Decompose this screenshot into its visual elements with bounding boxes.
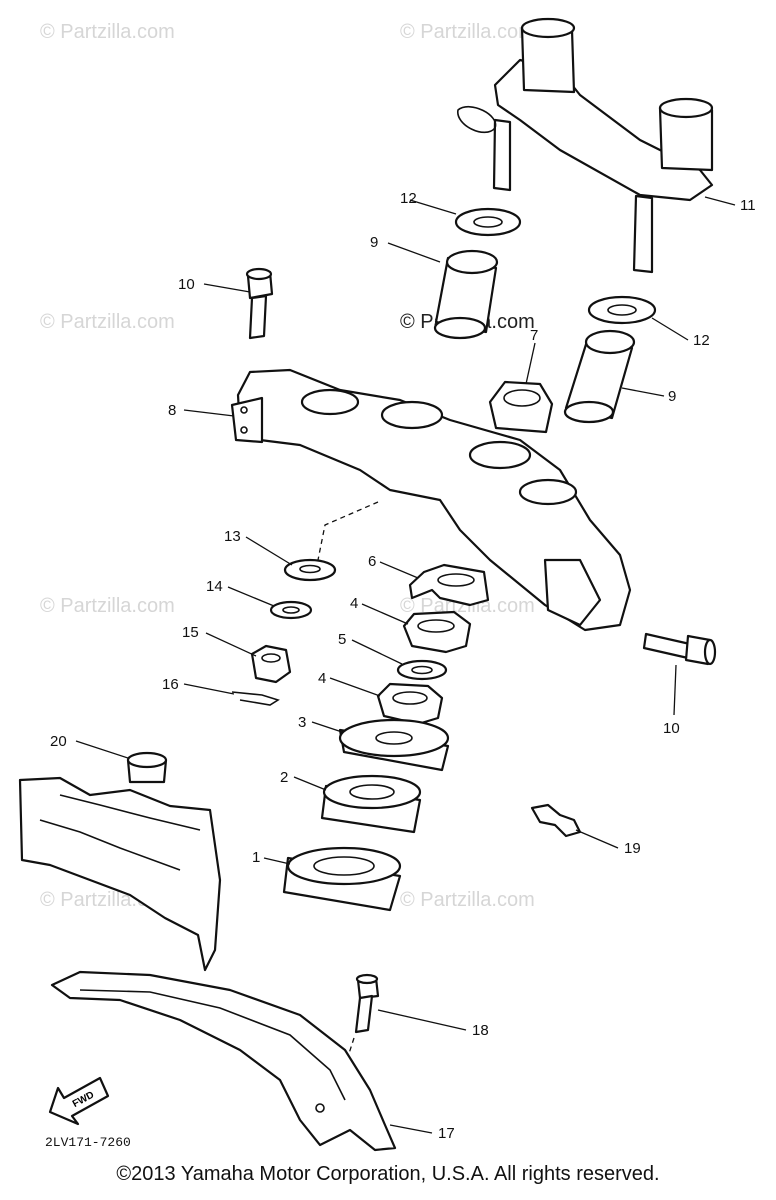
part-9-damper-right <box>563 329 636 424</box>
part-cover-panel <box>18 776 222 972</box>
callout-16: 16 <box>162 676 179 693</box>
part-4-ring-nut-lower <box>376 682 444 726</box>
part-14-washer <box>269 600 313 620</box>
part-2-bearing <box>320 774 422 834</box>
part-12-washer-lower <box>587 295 657 325</box>
callout-13: 13 <box>224 528 241 545</box>
part-11-handlebar-holder <box>457 17 714 274</box>
callout-5: 5 <box>338 631 346 648</box>
part-4-ring-nut-upper <box>402 610 472 654</box>
leader-lines <box>75 196 736 1134</box>
part-10-bolt-lower <box>642 632 717 666</box>
callout-20: 20 <box>50 733 67 750</box>
callout-3: 3 <box>298 714 306 731</box>
part-9-damper-left <box>433 249 499 340</box>
callout-19: 19 <box>624 840 641 857</box>
callout-12: 12 <box>400 190 417 207</box>
part-17-front-fender <box>50 970 397 1152</box>
diagram-canvas: © Partzilla.com © Partzilla.com © Partzi… <box>18 17 756 1152</box>
part-10-bolt-upper <box>245 267 274 340</box>
part-5-washer <box>396 659 448 681</box>
part-12-washer-upper <box>454 207 522 237</box>
callout-4: 4 <box>350 595 358 612</box>
part-8-upper-bracket <box>230 368 632 632</box>
callout-10: 10 <box>663 720 680 737</box>
part-7-steering-nut <box>488 380 554 434</box>
part-16-cotter-pin <box>231 691 280 706</box>
part-3-bearing-cover <box>338 718 450 772</box>
part-13-washer <box>283 558 337 582</box>
fwd-arrow-icon: FWD <box>48 1076 110 1126</box>
watermark: © Partzilla.com <box>400 889 535 911</box>
callout-12: 12 <box>693 332 710 349</box>
part-19-clamp <box>530 803 582 838</box>
part-1-bearing <box>282 846 402 912</box>
watermark: © Partzilla.com <box>40 311 175 333</box>
part-20-grommet <box>126 751 168 784</box>
callout-9: 9 <box>668 388 676 405</box>
callouts: 12 9 11 10 12 7 9 8 13 6 14 4 15 5 16 4 … <box>50 190 756 1142</box>
callout-8: 8 <box>168 402 176 419</box>
callout-7: 7 <box>530 327 538 344</box>
callout-15: 15 <box>182 624 199 641</box>
part-15-nut <box>250 644 292 684</box>
part-18-bolt <box>354 973 380 1034</box>
copyright-text: ©2013 Yamaha Motor Corporation, U.S.A. A… <box>116 1163 660 1185</box>
callout-14: 14 <box>206 578 223 595</box>
callout-18: 18 <box>472 1022 489 1039</box>
guide-line <box>317 501 379 561</box>
watermark: © Partzilla.com <box>400 21 535 43</box>
callout-4: 4 <box>318 670 326 687</box>
callout-17: 17 <box>438 1125 455 1142</box>
part-6-lock-washer <box>408 563 490 607</box>
watermark: © Partzilla.com <box>40 595 175 617</box>
diagram-code: 2LV171-7260 <box>45 1135 131 1150</box>
callout-11: 11 <box>740 197 756 214</box>
watermark: © Partzilla.com <box>40 21 175 43</box>
callout-2: 2 <box>280 769 288 786</box>
watermark: © Partzilla.com <box>400 595 535 617</box>
callout-9: 9 <box>370 234 378 251</box>
callout-10: 10 <box>178 276 195 293</box>
callout-1: 1 <box>252 849 260 866</box>
callout-6: 6 <box>368 553 376 570</box>
